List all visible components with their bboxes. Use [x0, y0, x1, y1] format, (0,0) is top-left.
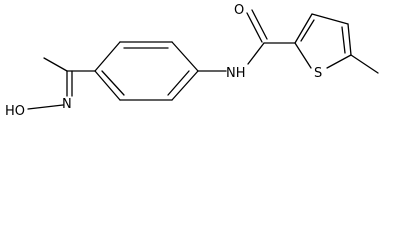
bond-thiophene-methyl	[350, 54, 379, 74]
oxygen-label: O	[234, 3, 244, 18]
thiophene-bond-2	[311, 13, 349, 25]
hydroxyl-label: HO	[5, 104, 25, 119]
atom-labels: O NH S N HO	[5, 3, 322, 119]
bond-co-2	[251, 9, 268, 40]
thiophene-inner-2	[341, 26, 346, 54]
thiophene-bond-4	[326, 54, 352, 69]
amide-nh-label: NH	[226, 66, 246, 81]
ring-inner-2	[167, 70, 190, 96]
bond-no	[27, 104, 64, 110]
thiophene-bond-3	[347, 23, 352, 56]
ring-bond-6	[94, 70, 121, 101]
bond-co-1	[246, 12, 263, 43]
thiophene-inner-1	[300, 19, 315, 42]
thiophene-bond-5	[294, 42, 312, 69]
ring-bond-4	[171, 70, 199, 101]
bonds	[27, 9, 379, 110]
bond-methyl	[43, 57, 68, 72]
ring-inner-3	[101, 70, 125, 96]
bond-nh-co	[247, 42, 265, 65]
thiophene-bond-1	[294, 13, 313, 44]
chemical-structure: O NH S N HO	[5, 3, 379, 119]
ring-bond-1	[94, 41, 121, 72]
nitrogen-label: N	[62, 97, 72, 112]
sulfur-label: S	[314, 66, 322, 81]
ring-bond-3	[171, 41, 199, 72]
